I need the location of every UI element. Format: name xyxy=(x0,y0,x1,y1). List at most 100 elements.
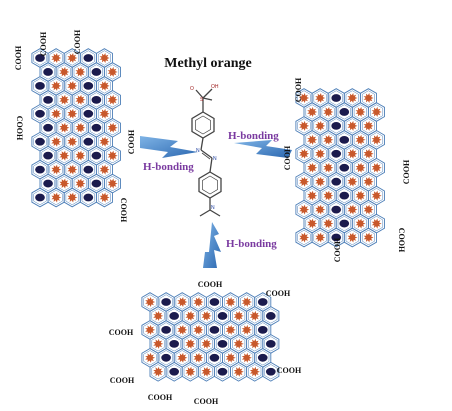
nanoparticle-star xyxy=(99,80,110,91)
nanoparticle-star xyxy=(99,192,110,203)
nanoparticle-star xyxy=(249,310,260,321)
hexagon-cell-inner xyxy=(151,336,165,352)
nanoparticle-bead xyxy=(35,109,45,118)
nanoparticle-star xyxy=(99,164,110,175)
hexagon-cell-inner xyxy=(305,104,319,120)
cooh-label: COOH xyxy=(294,77,303,102)
hexagon-cell-inner xyxy=(215,336,230,352)
nanoparticle-star xyxy=(177,297,188,307)
nanoparticle-bead xyxy=(43,68,53,76)
hexagon-cell-inner xyxy=(33,78,47,94)
nanoparticle-bead xyxy=(217,339,228,348)
nanoparticle-bead xyxy=(169,339,179,348)
hexagon-cell-inner xyxy=(57,120,71,136)
nanoparticle-star xyxy=(67,192,78,203)
hexagon-cell-inner xyxy=(81,106,95,122)
nanoparticle-star xyxy=(233,366,244,377)
nanoparticle-star xyxy=(145,297,156,307)
nanoparticle-bead xyxy=(169,367,179,376)
nanoparticle-bead xyxy=(265,339,276,348)
nanoparticle-star xyxy=(347,176,358,187)
nanoparticle-star xyxy=(307,134,318,145)
nanoparticle-star xyxy=(307,190,318,201)
nanoparticle-bead xyxy=(209,325,220,334)
nanoparticle-star xyxy=(299,232,310,243)
nanoparticle-bead xyxy=(331,94,342,102)
bond-s-o2 xyxy=(202,88,213,99)
nanoparticle-bead xyxy=(331,177,342,186)
nanoparticle-star xyxy=(67,136,78,147)
hexagon-cell-inner xyxy=(81,50,95,66)
nanoparticle-star xyxy=(185,338,196,349)
hexagon-cell-inner xyxy=(183,336,197,352)
atom-nitrogen-2: N xyxy=(213,156,217,162)
hexagon-cell-inner xyxy=(329,146,343,162)
cooh-label: COOH xyxy=(119,198,128,223)
hexagon-cell-inner xyxy=(33,189,47,206)
hexagon-cell-inner xyxy=(337,160,351,176)
nanoparticle-bead xyxy=(339,163,350,172)
hexagon-cell-inner xyxy=(337,216,351,232)
nanoparticle-star xyxy=(355,134,366,145)
nanoparticle-star xyxy=(323,162,334,173)
hexagon-cell-inner xyxy=(248,336,262,352)
nanoparticle-star xyxy=(323,134,334,145)
hexagon-cell-inner xyxy=(224,350,238,366)
nanoparticle-star xyxy=(225,324,236,335)
nanoparticle-star xyxy=(315,176,326,187)
nanoparticle-star xyxy=(371,134,382,145)
h-bond-bolt-bottom xyxy=(203,222,221,268)
nanoparticle-star xyxy=(323,218,334,229)
hexagon-cell-inner xyxy=(240,322,254,338)
atom-nitrogen-1: N xyxy=(196,148,200,154)
nanoparticle-bead xyxy=(43,95,53,104)
nanoparticle-star xyxy=(233,338,244,349)
hexagon-cell-inner xyxy=(337,104,351,120)
nanoparticle-bead xyxy=(91,179,102,188)
cooh-label: COOH xyxy=(402,159,411,184)
hexagon-cell-inner xyxy=(297,118,311,134)
hexagon-cell-inner xyxy=(305,160,319,176)
nanoparticle-bead xyxy=(35,137,45,146)
hexagon-cell xyxy=(95,187,113,208)
nanoparticle-star xyxy=(371,190,382,201)
nanoparticle-star xyxy=(363,232,374,243)
hexagon-cell-inner xyxy=(305,216,319,232)
hexagon-cell-inner xyxy=(143,350,157,366)
nanoparticle-star xyxy=(225,297,236,307)
nanoparticle-star xyxy=(371,106,382,117)
hexagon-cell-inner xyxy=(264,336,278,352)
nanoparticle-bead xyxy=(161,325,171,334)
nanoparticle-bead xyxy=(257,325,268,334)
hexagon-cell-inner xyxy=(143,294,157,310)
bond-n-ch3-b xyxy=(209,209,221,217)
hexagon-cell-inner xyxy=(175,350,189,366)
hexagon-cell-inner xyxy=(329,229,343,246)
nanoparticle-star xyxy=(107,150,118,161)
atom-sulfur: S xyxy=(200,97,204,103)
nanoparticle-star xyxy=(107,94,118,105)
nanoparticle-star xyxy=(107,178,118,189)
hexagon-cell-inner xyxy=(329,202,343,218)
hexagon-cell-inner xyxy=(369,216,384,232)
nanoparticle-star xyxy=(371,162,382,173)
hexagon-cell-inner xyxy=(369,104,384,120)
hexagon-cell-inner xyxy=(297,90,311,106)
hexagon-cell-inner xyxy=(65,50,79,66)
hexagon-cell-inner xyxy=(65,106,79,122)
hexagon-cell-inner xyxy=(65,162,79,178)
hexagon-cell-inner xyxy=(361,90,375,106)
hexagon-cell-inner xyxy=(89,148,103,164)
hexagon-cell-inner xyxy=(73,176,87,192)
hexagon-cell-inner xyxy=(224,322,238,338)
hexagon-cell-inner xyxy=(49,189,63,206)
nanoparticle-bead xyxy=(339,108,350,116)
atom-amine-nitrogen: N xyxy=(211,205,215,211)
hexagon-cell-inner xyxy=(159,350,173,366)
methyl-orange-molecule xyxy=(191,88,222,217)
nanoparticle-star xyxy=(307,162,318,173)
hexagon-cell-inner xyxy=(313,118,327,134)
hexagon-cell-inner xyxy=(345,174,359,190)
cooh-label: COOH xyxy=(198,280,223,289)
hexagon-cell-inner xyxy=(199,364,213,380)
